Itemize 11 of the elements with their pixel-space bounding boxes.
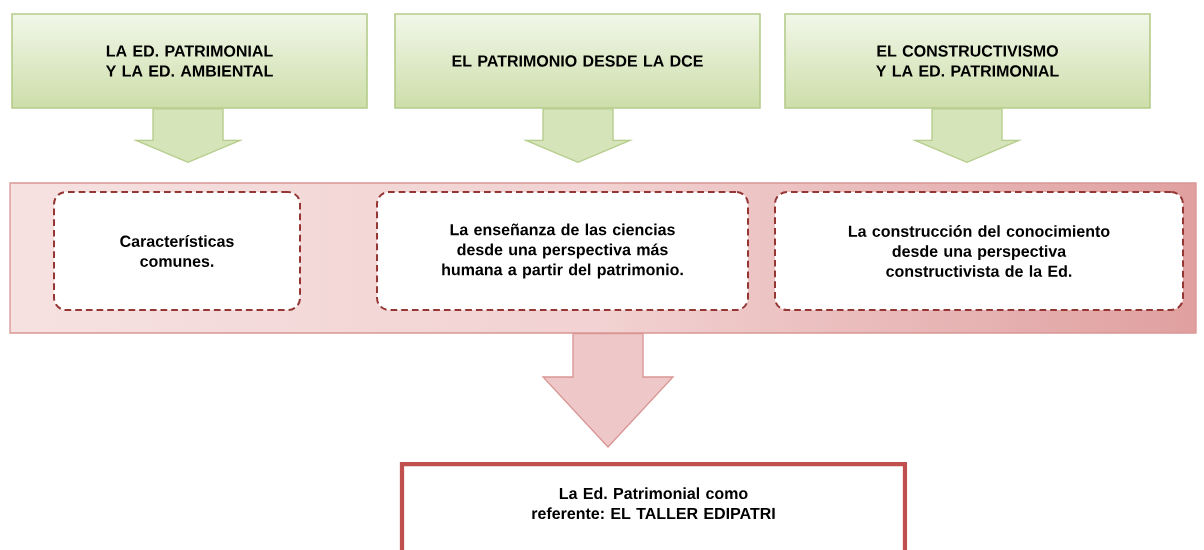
block-arrow (522, 108, 634, 164)
result-box: La Ed. Patrimonial como referente: EL TALLER EDIPATRI (399, 462, 908, 550)
dashed-box: La construcción del conocimiento desde una perspectiva constructivista de la Ed. (774, 191, 1184, 311)
dashed-box: Características comunes. (53, 191, 301, 311)
block-arrow (132, 108, 244, 164)
heading-box: EL CONSTRUCTIVISMO Y LA ED. PATRIMONIAL (784, 13, 1151, 109)
block-arrow (911, 108, 1023, 164)
heading-box: LA ED. PATRIMONIAL Y LA ED. AMBIENTAL (11, 13, 368, 109)
heading-box: EL PATRIMONIO DESDE LA DCE (394, 13, 761, 109)
block-arrow (541, 333, 675, 448)
dashed-box: La enseñanza de las ciencias desde una perspectiva más humana a partir del patrimonio. (376, 191, 749, 311)
